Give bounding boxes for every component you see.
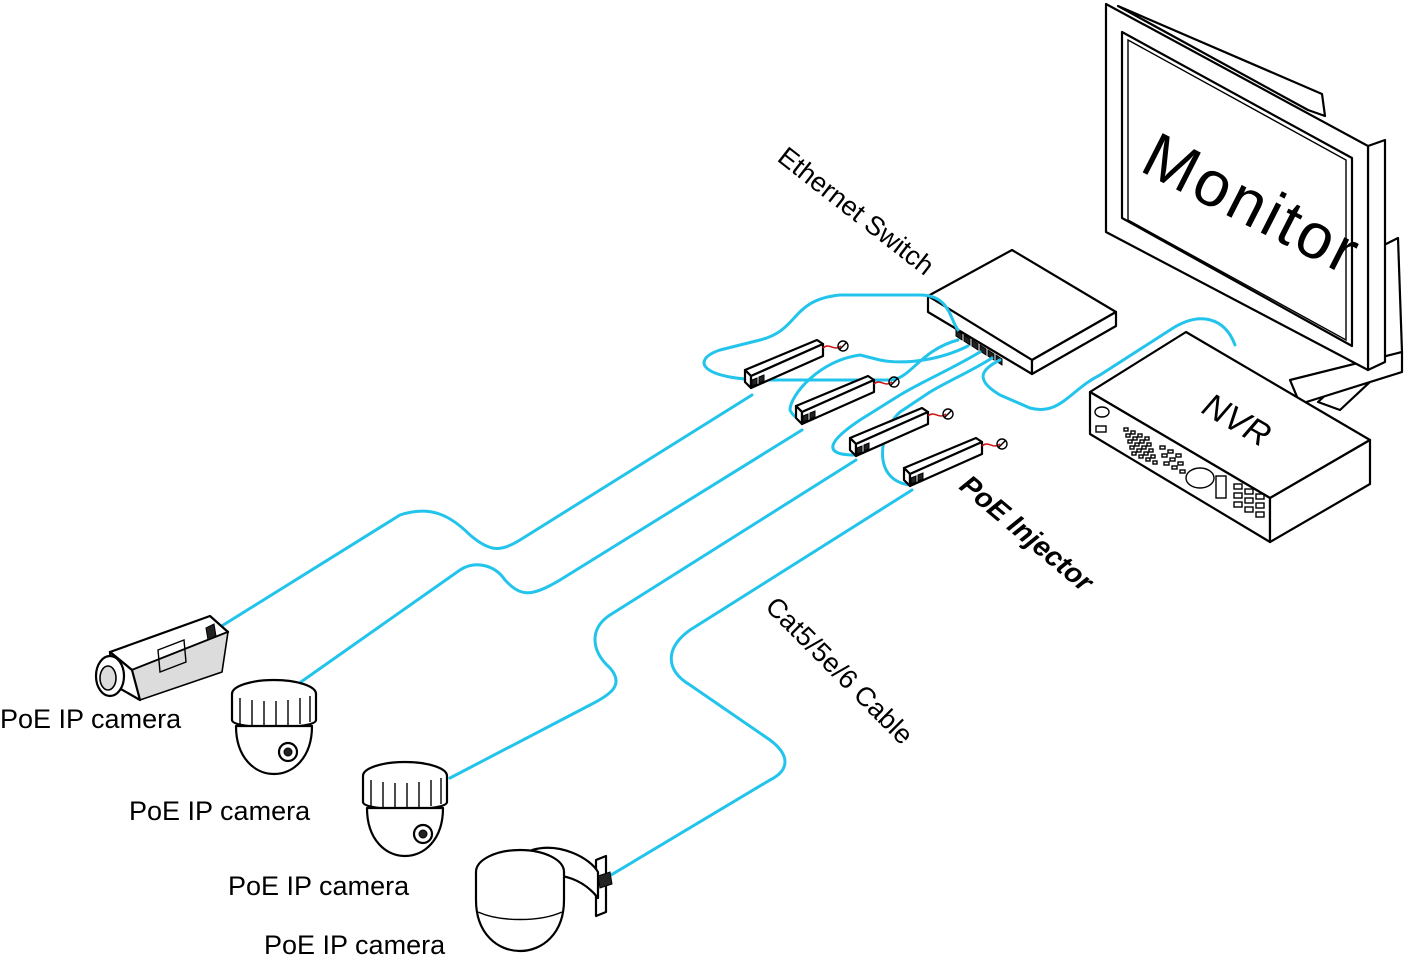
nvr-key bbox=[1138, 454, 1144, 459]
dome-camera bbox=[361, 760, 449, 857]
cable-label: Cat5/5e/6 Cable bbox=[760, 591, 919, 750]
poe-injector-label: PoE Injector bbox=[954, 469, 1101, 599]
camera-label-3: PoE IP camera bbox=[228, 871, 410, 901]
camera-label-4: PoE IP camera bbox=[264, 930, 446, 960]
nvr-key bbox=[1130, 430, 1136, 435]
nvr-key bbox=[1139, 439, 1145, 444]
cables bbox=[210, 293, 1237, 880]
nvr-key bbox=[1134, 442, 1140, 447]
cable-injector-3-to-camera-3 bbox=[448, 458, 858, 780]
nvr-key bbox=[1148, 448, 1154, 453]
nvr-button bbox=[1233, 492, 1243, 499]
nvr-key bbox=[1171, 465, 1178, 470]
nvr-key bbox=[1127, 439, 1133, 444]
nvr-key bbox=[1159, 445, 1166, 450]
cable-injector-1-to-camera-1 bbox=[210, 393, 754, 634]
nvr-button bbox=[1244, 506, 1254, 513]
nvr-key bbox=[1143, 451, 1149, 456]
nvr-key bbox=[1144, 436, 1150, 441]
cable-switch-to-injector-1 bbox=[702, 293, 960, 382]
nvr-key bbox=[1175, 453, 1182, 458]
nvr-key bbox=[1132, 436, 1138, 441]
ethernet-switch-label: Ethernet Switch bbox=[772, 141, 939, 281]
nvr-key bbox=[1137, 433, 1143, 438]
nvr-key bbox=[1150, 454, 1156, 459]
cable-switch-to-injector-4 bbox=[881, 356, 994, 487]
nvr-key bbox=[1179, 469, 1186, 474]
nvr-button bbox=[1255, 502, 1265, 509]
cable-injector-2-to-camera-2 bbox=[296, 428, 804, 686]
nvr-button bbox=[1255, 511, 1265, 518]
ethernet-switch: Ethernet Switch bbox=[772, 141, 1118, 376]
poe-injector-1 bbox=[743, 338, 849, 390]
nvr-key bbox=[1141, 445, 1147, 450]
nvr-key bbox=[1125, 433, 1131, 438]
camera-label-2: PoE IP camera bbox=[129, 796, 311, 826]
nvr-key bbox=[1167, 449, 1174, 454]
nvr-key bbox=[1177, 461, 1184, 466]
nvr-button bbox=[1233, 483, 1243, 490]
cable-switch-to-injector-3 bbox=[831, 350, 982, 457]
speed-dome-camera bbox=[474, 846, 613, 952]
camera-label-1: PoE IP camera bbox=[0, 704, 182, 734]
cable-switch-to-nvr bbox=[981, 317, 1237, 411]
nvr-key bbox=[1146, 442, 1152, 447]
nvr-key bbox=[1152, 460, 1158, 465]
nvr-button bbox=[1244, 497, 1254, 504]
nvr-key bbox=[1136, 448, 1142, 453]
box-camera bbox=[94, 614, 230, 702]
nvr-key bbox=[1169, 457, 1176, 462]
poe-injector-2 bbox=[794, 374, 900, 426]
nvr-key bbox=[1145, 457, 1151, 462]
cable-injector-4-to-camera-4 bbox=[604, 488, 914, 880]
poe-injector-3 bbox=[848, 406, 954, 458]
dome-camera bbox=[230, 678, 318, 775]
nvr-key bbox=[1131, 451, 1137, 456]
nvr-key bbox=[1163, 461, 1170, 466]
nvr-front-panel bbox=[1094, 406, 1265, 518]
nvr-key bbox=[1161, 453, 1168, 458]
nvr-button bbox=[1255, 493, 1265, 500]
nvr-key bbox=[1123, 427, 1129, 432]
nvr: NVR bbox=[1088, 330, 1372, 544]
nvr-button bbox=[1244, 488, 1254, 495]
nvr-button bbox=[1233, 501, 1243, 508]
nvr-key bbox=[1129, 445, 1135, 450]
monitor: Monitor bbox=[1104, 2, 1404, 412]
poe-injector-4 bbox=[902, 436, 1008, 488]
